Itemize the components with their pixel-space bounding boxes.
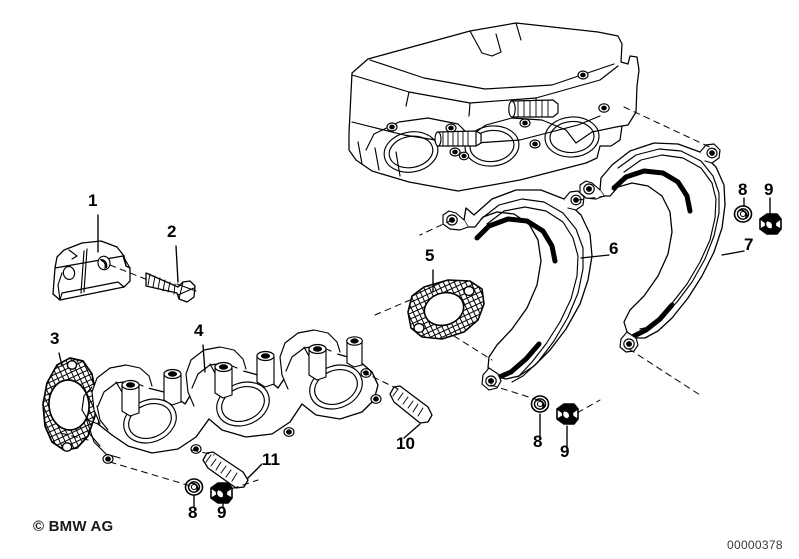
hex-bolt xyxy=(145,272,197,303)
callout-7: 7 xyxy=(744,235,754,254)
callout-10: 10 xyxy=(396,434,415,453)
flange-gasket xyxy=(407,279,485,340)
stud-tower-3 xyxy=(214,361,233,399)
stud-short xyxy=(202,451,249,489)
assembly-guide-lines xyxy=(55,106,717,493)
callout-8-top: 8 xyxy=(738,180,748,199)
diagram-number: 00000378 xyxy=(727,538,783,552)
stud-tower-4 xyxy=(256,350,275,388)
callout-4: 4 xyxy=(194,321,204,340)
callout-5: 5 xyxy=(425,246,435,265)
nut-mid xyxy=(556,403,579,425)
exhaust-manifold xyxy=(81,329,382,464)
washer-top-right xyxy=(733,205,753,223)
stud-tower-2 xyxy=(163,368,182,406)
callout-2: 2 xyxy=(167,222,177,241)
stud-tower-5 xyxy=(308,343,327,381)
nut-bottom-left xyxy=(210,482,233,504)
head-stud-a xyxy=(434,130,482,147)
callout-1: 1 xyxy=(88,191,98,210)
stud-tower-6 xyxy=(346,336,363,368)
heat-shield-front xyxy=(442,189,593,391)
manifold-gasket-left xyxy=(42,357,97,452)
stud-tower-1 xyxy=(121,379,140,417)
callout-8-mid: 8 xyxy=(533,432,543,451)
callout-11: 11 xyxy=(262,450,280,469)
callout-9-top: 9 xyxy=(764,180,774,199)
callout-3: 3 xyxy=(50,329,60,348)
copyright-notice: © BMW AG xyxy=(33,518,114,535)
nut-top-right xyxy=(759,213,782,235)
head-stud-b xyxy=(508,99,559,118)
exhaust-manifold-bracket xyxy=(52,240,131,301)
heat-shield-rear xyxy=(579,142,726,353)
callout-8-bottom: 8 xyxy=(188,503,198,522)
cylinder-head-assembly xyxy=(348,22,640,192)
callout-6: 6 xyxy=(609,239,619,258)
washer-bottom-left xyxy=(184,478,204,496)
callout-9-mid: 9 xyxy=(560,442,570,461)
callout-9-bottom: 9 xyxy=(217,503,227,522)
callout-leader-lines xyxy=(58,197,771,508)
stud-long xyxy=(389,385,433,424)
